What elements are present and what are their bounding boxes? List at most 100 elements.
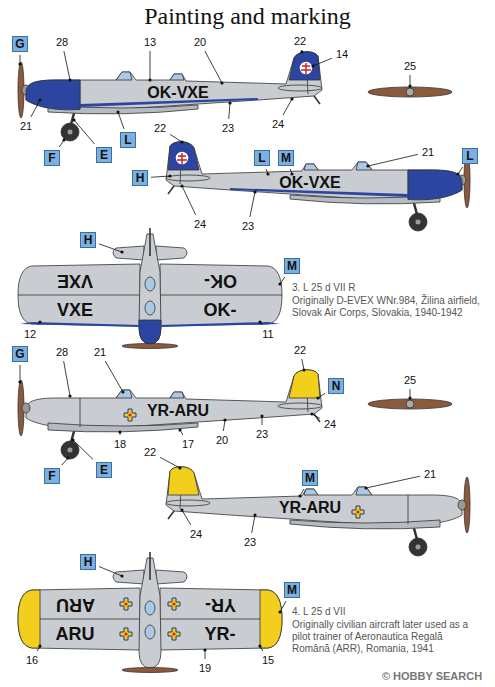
leader-line (31, 100, 40, 117)
leader-dot (38, 320, 41, 323)
leader-line (99, 567, 122, 576)
callout-number: 21 (19, 120, 33, 132)
leader-dot (180, 140, 183, 143)
marking-letter: N (332, 380, 341, 392)
callout-number: 13 (143, 36, 157, 48)
leader-dot (120, 574, 123, 577)
leader-line (73, 440, 93, 459)
marking-letter: F (48, 470, 55, 482)
callout-number: 17 (181, 438, 195, 450)
wing-registration: VXE (57, 300, 93, 321)
leader-dot (302, 368, 305, 371)
leader-line (151, 176, 170, 177)
marking-letter-box: F (44, 150, 60, 166)
marking-letter: F (48, 152, 55, 164)
leader-dot (178, 428, 181, 431)
marking-letter: H (136, 172, 145, 184)
leader-dot (178, 466, 181, 469)
wing-registration: OK- (204, 270, 237, 291)
callout-number: 25 (403, 374, 417, 386)
side-view-ok-vxe-right (166, 142, 470, 231)
callout-number: 21 (421, 146, 435, 158)
leader-dot (71, 438, 74, 441)
leader-dot (38, 98, 41, 101)
leader-line (283, 99, 292, 115)
marking-letter: E (100, 464, 108, 476)
marking-letter-box: G (12, 346, 28, 362)
callout-number: 20 (215, 434, 229, 446)
leader-dot (72, 118, 75, 121)
callout-number: 19 (198, 662, 212, 674)
side-view-ok-vxe-left (18, 52, 322, 141)
leader-dot (66, 456, 69, 459)
leader-dot (223, 418, 226, 421)
callout-number: 24 (271, 118, 285, 130)
leader-line (280, 601, 286, 612)
leader-dot (62, 138, 65, 141)
leader-line (150, 51, 151, 80)
leader-dot (220, 81, 223, 84)
registration-marking: YR-ARU (279, 499, 341, 517)
leader-dot (180, 184, 183, 187)
marking-letter: E (100, 149, 108, 161)
leader-dot (258, 320, 261, 323)
wing-registration: OK- (204, 300, 237, 321)
leader-dot (180, 508, 183, 511)
callout-number: 23 (243, 536, 257, 548)
marking-letter-box: L (254, 150, 270, 166)
marking-letter-box: L (462, 148, 478, 164)
leader-line (74, 120, 95, 144)
leader-dot (298, 494, 301, 497)
leader-line (366, 476, 420, 488)
callout-number: 28 (55, 36, 69, 48)
leader-dot (118, 430, 121, 433)
leader-dot (253, 190, 256, 193)
leader-line (170, 134, 182, 142)
marking-letter: L (258, 152, 265, 164)
marking-letter-box: H (132, 170, 148, 186)
marking-letter: M (281, 152, 291, 164)
wing-registration: YR- (205, 594, 236, 615)
scheme-caption-heading: 4. L 25 d VII (292, 606, 346, 617)
marking-letter: L (124, 134, 131, 146)
leader-dot (366, 164, 369, 167)
callout-number: 22 (143, 446, 157, 458)
side-view-yr-aru-left (18, 370, 322, 459)
marking-letter-box: E (96, 462, 112, 478)
leader-dot (364, 486, 367, 489)
leader-line (118, 112, 124, 129)
leader-dot (116, 110, 119, 113)
callout-number: 22 (153, 122, 167, 134)
leader-line (205, 51, 222, 83)
callout-number: 18 (113, 438, 127, 450)
leader-line (160, 457, 180, 468)
leader-dot (290, 97, 293, 100)
callout-number: 24 (193, 218, 207, 230)
leader-dot (18, 62, 21, 65)
leader-dot (228, 101, 231, 104)
leader-dot (266, 172, 269, 175)
callout-number: 23 (255, 428, 269, 440)
leader-dot (68, 78, 71, 81)
leader-line (99, 244, 122, 252)
leader-dot (258, 644, 261, 647)
marking-letter-box: M (278, 150, 294, 166)
wing-registration: ARU (56, 594, 95, 615)
registration-marking: OK-VXE (147, 84, 208, 102)
marking-letter: H (84, 234, 93, 246)
callout-number: 24 (323, 418, 337, 430)
marking-letter-box: E (96, 147, 112, 163)
leader-dot (260, 414, 263, 417)
marking-letter: M (305, 472, 315, 484)
leader-dot (120, 250, 123, 253)
leader-dot (203, 648, 206, 651)
marking-letter: G (15, 348, 24, 360)
callout-number: 11 (261, 328, 274, 340)
propeller-view (368, 399, 452, 409)
scheme-caption: Originally D-EVEX WNr.984, Žilina airfie… (292, 295, 482, 319)
marking-letter: L (466, 150, 473, 162)
leader-line (64, 361, 70, 396)
marking-letter: H (84, 556, 93, 568)
leader-dot (456, 172, 459, 175)
